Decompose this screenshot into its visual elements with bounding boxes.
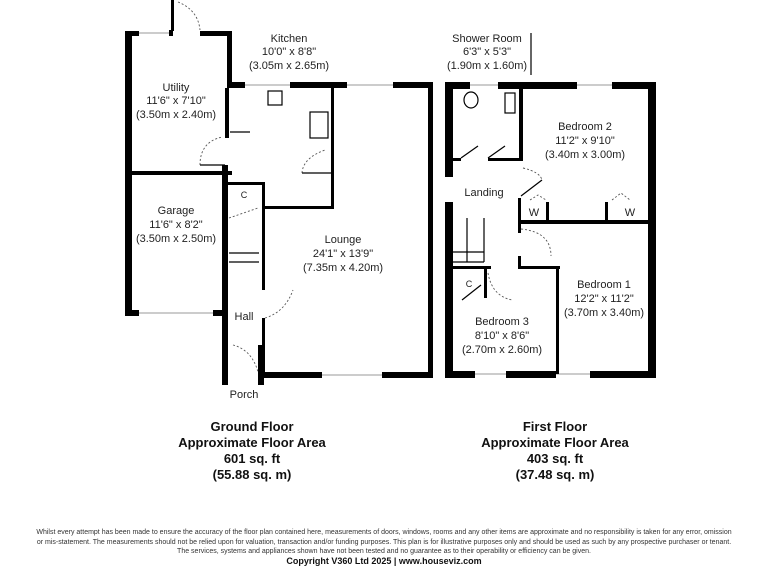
bedroom3-imperial: 8'10" x 8'6" (475, 330, 529, 342)
copyright: Copyright V360 Ltd 2025 | www.houseviz.c… (286, 555, 482, 566)
garage-imperial: 11'6" x 8'2" (149, 219, 202, 231)
ground-floor-labels: Kitchen 10'0" x 8'8" (3.05m x 2.65m) Uti… (136, 33, 383, 401)
kitchen-name: Kitchen (271, 33, 308, 45)
bedroom1-metric: (3.70m x 3.40m) (564, 307, 644, 319)
utility-metric: (3.50m x 2.40m) (136, 109, 216, 121)
first-floor-title: First Floor (522, 419, 588, 434)
lounge-name: Lounge (325, 234, 362, 246)
disclaimer-line: The services, systems and appliances sho… (177, 548, 591, 555)
first-floor-labels: Shower Room 6'3" x 5'3" (1.90m x 1.60m) … (447, 33, 644, 356)
kitchen-metric: (3.05m x 2.65m) (249, 60, 329, 72)
utility-imperial: 11'6" x 7'10" (146, 95, 206, 107)
shower-room-metric: (1.90m x 1.60m) (447, 60, 527, 72)
porch-name: Porch (230, 389, 259, 401)
wardrobe-label: W (529, 207, 540, 219)
lounge-imperial: 24'1" x 13'9" (313, 248, 373, 260)
bedroom1-name: Bedroom 1 (577, 279, 631, 291)
bedroom1-imperial: 12'2" x 11'2" (574, 293, 634, 305)
bedroom3-metric: (2.70m x 2.60m) (462, 344, 542, 356)
first-floor-sqft: 403 sq. ft (526, 451, 584, 466)
ground-floor-walls (125, 0, 433, 385)
cupboard-label: C (241, 190, 248, 200)
first-floor-sqm: (37.48 sq. m) (515, 467, 595, 482)
ground-floor-sqft: 601 sq. ft (223, 451, 281, 466)
disclaimer: Whilst every attempt has been made to en… (0, 528, 768, 566)
bedroom3-name: Bedroom 3 (475, 316, 529, 328)
bedroom2-metric: (3.40m x 3.00m) (545, 149, 625, 161)
utility-name: Utility (163, 82, 190, 94)
bedroom2-imperial: 11'2" x 9'10" (555, 135, 615, 147)
shower-room-name: Shower Room (452, 33, 522, 45)
disclaimer-line: or mis-statement. The measurements shoul… (36, 538, 732, 546)
ground-floor-summary: Ground Floor Approximate Floor Area 601 … (132, 419, 372, 483)
disclaimer-line: Whilst every attempt has been made to en… (36, 529, 732, 536)
cupboard-label: C (466, 279, 473, 289)
bedroom2-name: Bedroom 2 (558, 121, 612, 133)
shower-room-imperial: 6'3" x 5'3" (463, 46, 511, 58)
ground-floor-area-label: Approximate Floor Area (178, 435, 326, 450)
hall-name: Hall (235, 311, 254, 323)
ground-floor-sqm: (55.88 sq. m) (212, 467, 292, 482)
landing-name: Landing (464, 187, 503, 199)
kitchen-imperial: 10'0" x 8'8" (262, 46, 316, 58)
first-floor-summary: First Floor Approximate Floor Area 403 s… (435, 419, 675, 483)
ground-floor-title: Ground Floor (210, 419, 294, 434)
garage-metric: (3.50m x 2.50m) (136, 233, 216, 245)
first-floor-area-label: Approximate Floor Area (481, 435, 629, 450)
garage-name: Garage (158, 205, 195, 217)
wardrobe-label: W (625, 207, 636, 219)
first-floor-walls (445, 33, 656, 378)
lounge-metric: (7.35m x 4.20m) (303, 262, 383, 274)
